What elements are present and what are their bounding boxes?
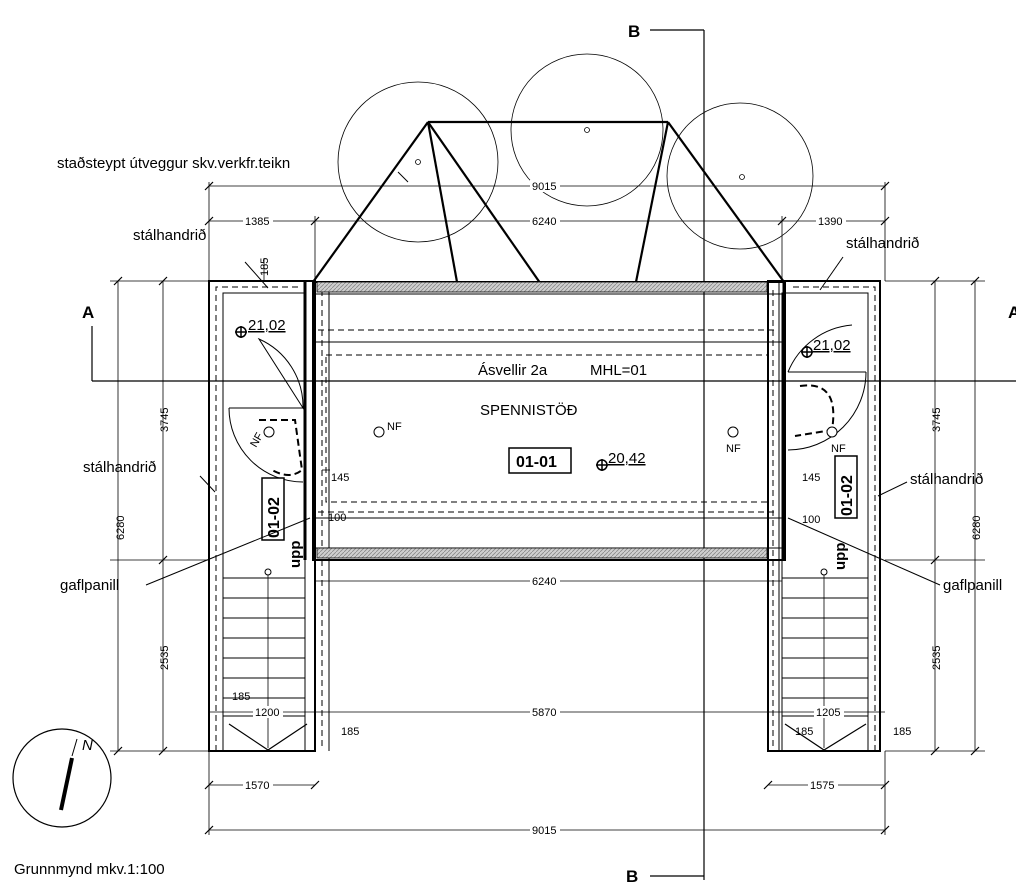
dim-stair-left: 2535 (159, 646, 171, 670)
dim-stair-right-inner: 1205 (816, 707, 840, 719)
station-label: SPENNISTÖÐ (480, 401, 578, 419)
nf-label-right: NF (831, 443, 846, 455)
building-name: Ásvellir 2a (478, 362, 548, 379)
elevation-top-left: 21,02 (248, 317, 286, 334)
nf-markers (263, 426, 838, 438)
section-line-a (91, 326, 1016, 382)
section-b-bottom-label: B (626, 867, 638, 885)
dim-total-right: 6280 (971, 516, 983, 540)
north-arrow-icon (12, 728, 112, 828)
room-stair-right-box (834, 455, 858, 519)
railing-label-top-left: stálhandrið (133, 227, 206, 244)
panel-label-right: gaflpanill (943, 577, 1002, 594)
elevation-markers (235, 326, 813, 471)
dim-upper-left: 3745 (159, 408, 171, 432)
panel-leader-left (145, 517, 311, 586)
dim-185-outer-right: 185 (893, 726, 911, 738)
dim-100-left: 100 (328, 512, 346, 524)
dim-center-mid: 6240 (532, 576, 556, 588)
railing-leader-right (877, 481, 908, 497)
railing-label-left: stálhandrið (83, 459, 156, 476)
hatched-wall-top (316, 281, 768, 293)
building-walls (208, 280, 881, 752)
dim-stair-right-outer: 1575 (810, 780, 834, 792)
dimension-ticks (113, 181, 980, 835)
stair-right (782, 572, 868, 751)
tree-middle (510, 53, 664, 207)
room-stair-right-label: 01-02 (839, 475, 856, 516)
dim-center-top: 6240 (532, 216, 556, 228)
railing-leader-top-right (819, 256, 844, 291)
mhl-label: MHL=01 (590, 362, 647, 379)
elevation-floor: 20,42 (608, 450, 646, 467)
upp-label-right: upp (832, 543, 849, 571)
panel-leader-right (787, 517, 941, 586)
railing-label-top-right: stálhandrið (846, 235, 919, 252)
elevation-top-right: 21,02 (813, 337, 851, 354)
hatched-wall-bottom (316, 547, 768, 559)
dim-145-right: 145 (802, 472, 820, 484)
dim-wall-top: 185 (259, 258, 271, 276)
dim-stair-right: 2535 (931, 646, 943, 670)
dim-center-lower: 5870 (532, 707, 556, 719)
railing-leader-top-left (244, 261, 269, 289)
dim-185-stair-right: 185 (795, 726, 813, 738)
dim-stair-left-inner: 1200 (255, 707, 279, 719)
room-stair-left-box (261, 477, 285, 541)
dim-right-bay: 1390 (818, 216, 842, 228)
upp-label-left: upp (287, 541, 304, 569)
section-a-right-label: A (1008, 303, 1016, 322)
tree-circles (337, 53, 814, 250)
room-main-label: 01-01 (516, 454, 557, 471)
dim-total-left: 6280 (115, 516, 127, 540)
tree-left (337, 81, 499, 243)
dim-stair-left-outer: 1570 (245, 780, 269, 792)
dim-145-left: 145 (331, 472, 349, 484)
railing-leader-left (199, 475, 216, 493)
dim-upper-right: 3745 (931, 408, 943, 432)
dim-overall-top: 9015 (532, 181, 556, 193)
canopy-outline (312, 120, 785, 291)
wall-note: staðsteypt útveggur skv.verkfr.teikn (57, 155, 290, 172)
dim-left-bay: 1385 (245, 216, 269, 228)
nf-label-center-left: NF (387, 421, 402, 433)
stair-left (223, 572, 308, 751)
north-label: N (82, 737, 93, 754)
dim-185-center-left: 185 (341, 726, 359, 738)
stair-right-start-mark (820, 568, 828, 576)
section-b-top-label: B (628, 22, 640, 41)
dim-overall-bottom: 9015 (532, 825, 556, 837)
railing-label-right: stálhandrið (910, 471, 983, 488)
panel-label-left: gaflpanill (60, 577, 119, 594)
nf-label-center-right: NF (726, 443, 741, 455)
room-stair-left-label: 01-02 (266, 497, 283, 538)
door-left (228, 337, 304, 483)
drawing-caption: Grunnmynd mkv.1:100 (14, 861, 165, 878)
wall-note-leader (397, 171, 409, 183)
nf-label-left: NF (248, 431, 266, 450)
section-a-left-label: A (82, 303, 94, 322)
stair-left-start-mark (264, 568, 272, 576)
dim-100-right: 100 (802, 514, 820, 526)
tree-right (666, 102, 814, 250)
room-main-box (508, 447, 572, 474)
dim-185-stair-left: 185 (232, 691, 250, 703)
